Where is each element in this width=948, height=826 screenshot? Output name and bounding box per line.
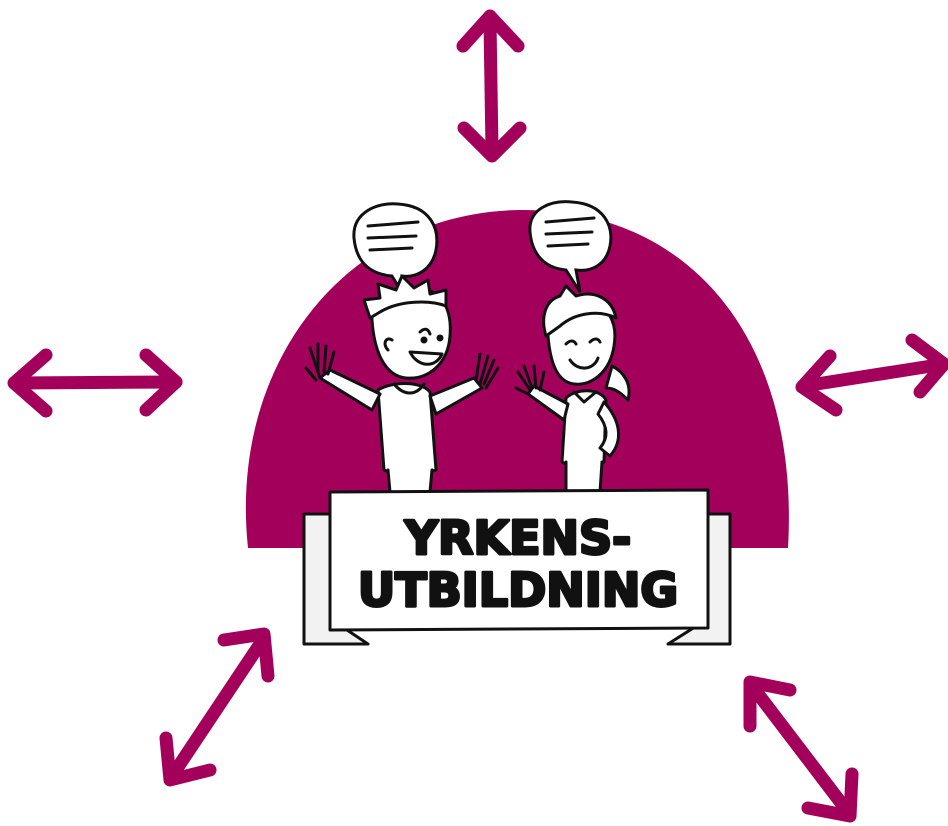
speech-bubble-right [528,200,613,293]
banner-title-line-1: YRKENS- [404,511,632,565]
arrow-right [795,333,948,417]
banner-left-fold [302,512,370,646]
speech-bubble-left [352,202,439,297]
arrow-bottom-left [159,627,275,787]
title-banner: YRKENS- UTBILDNING [302,488,732,646]
arrow-left [7,348,183,418]
boy-figure [304,274,500,494]
banner-title-line-2: UTBILDNING [358,563,678,617]
arrow-bottom-right [743,675,859,823]
banner-panel [328,488,710,632]
speech-bubble-icon [366,220,420,252]
girl-figure [514,284,631,494]
arrow-top [456,9,527,163]
speech-bubble-icon [544,216,596,248]
